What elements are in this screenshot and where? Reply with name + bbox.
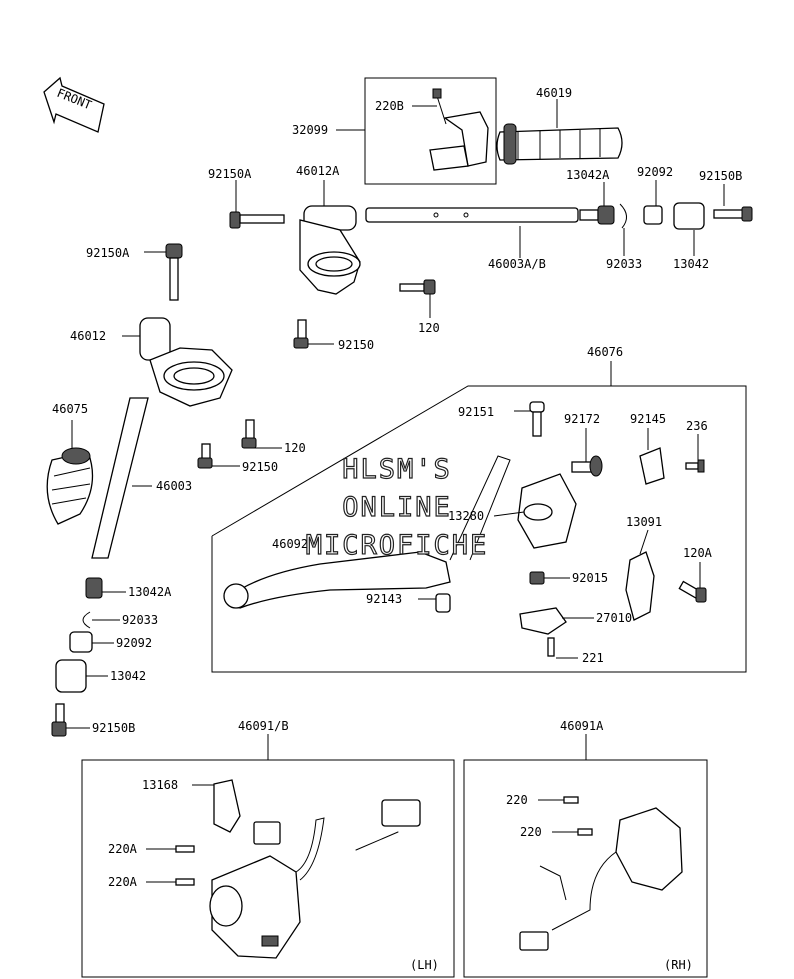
label-46019: 46019	[536, 86, 572, 100]
watermark-line-2: ONLINE	[342, 492, 452, 523]
label-92150-top: 92150	[338, 338, 374, 352]
wire-harness-RH	[519, 851, 617, 951]
label-92150B-low: 92150B	[92, 721, 135, 735]
label-92092-low: 92092	[116, 636, 152, 650]
part-labels: 32099 220B 46019 92150A 46012A 13042A 92…	[52, 86, 742, 972]
label-46012: 46012	[70, 329, 106, 343]
screws-220	[563, 796, 593, 836]
collar-92092-low	[69, 631, 93, 653]
label-13280: 13280	[448, 509, 484, 523]
handlebar-46003AB	[365, 207, 579, 223]
label-92150A-top: 92150A	[208, 167, 252, 181]
bracket-13168	[213, 779, 241, 833]
lever-outline-back	[449, 455, 511, 561]
throttle-pulley-part	[429, 88, 489, 171]
label-220B: 220B	[375, 99, 404, 113]
label-221: 221	[582, 651, 604, 665]
adjuster-92172	[571, 455, 603, 477]
label-46092: 46092	[272, 537, 308, 551]
label-RH: (RH)	[664, 958, 693, 972]
label-92033-low: 92033	[122, 613, 158, 627]
label-92092-top: 92092	[637, 165, 673, 179]
box-46076	[211, 385, 747, 673]
watermark-line-1: HLSM'S	[342, 454, 452, 485]
label-92150-mid: 92150	[242, 460, 278, 474]
weight-13042-top	[673, 202, 705, 230]
screw-236	[685, 459, 705, 473]
switch-housing-LH	[209, 855, 301, 959]
label-13042-top: 13042	[673, 257, 709, 271]
bolt-92150-top	[293, 319, 309, 349]
box-32099	[364, 77, 497, 185]
label-92150A-left: 92150A	[86, 246, 130, 260]
wire-harness-LH	[253, 799, 421, 881]
watermark: HLSM'S ONLINE MICROFICHE	[305, 453, 489, 561]
label-220A-1: 220A	[108, 842, 138, 856]
bolt-92150B-low	[51, 703, 67, 737]
label-32099: 32099	[292, 123, 328, 137]
holder-46012	[139, 317, 233, 407]
grip-46075	[46, 447, 94, 525]
nut-92015	[529, 571, 545, 585]
end-weight-13042A-top	[579, 205, 615, 225]
bolt-92151	[529, 401, 545, 437]
label-LH: (LH)	[410, 958, 439, 972]
bolt-120-mid	[241, 419, 257, 449]
label-92143: 92143	[366, 592, 402, 606]
label-13042A-top: 13042A	[566, 168, 610, 182]
label-46003: 46003	[156, 479, 192, 493]
label-236: 236	[686, 419, 708, 433]
label-220A-2: 220A	[108, 875, 138, 889]
label-220-1: 220	[506, 793, 528, 807]
label-46076: 46076	[587, 345, 623, 359]
label-13168: 13168	[142, 778, 178, 792]
bolt-92150A-left	[165, 243, 183, 301]
grip-46019	[496, 123, 623, 165]
collar-92143	[435, 593, 451, 613]
front-arrow-icon: FRONT	[43, 76, 105, 133]
label-46091A: 46091A	[560, 719, 604, 733]
bracket-92145	[639, 447, 665, 485]
bolt-120A	[678, 580, 707, 603]
bolt-92150B-top	[713, 206, 753, 222]
label-120-top: 120	[418, 321, 440, 335]
label-27010: 27010	[596, 611, 632, 625]
bolt-92150-mid	[197, 443, 213, 469]
leader-lines	[66, 99, 725, 883]
label-46012A: 46012A	[296, 164, 340, 178]
label-92172: 92172	[564, 412, 600, 426]
bolt-92150A-top	[229, 211, 285, 229]
label-13091: 13091	[626, 515, 662, 529]
label-46091B: 46091/B	[238, 719, 289, 733]
watermark-line-3: MICROFICHE	[306, 530, 489, 561]
label-46075: 46075	[52, 402, 88, 416]
screw-221	[547, 637, 555, 657]
label-92033-top: 92033	[606, 257, 642, 271]
label-13042A-low: 13042A	[128, 585, 172, 599]
master-cylinder-13280	[517, 473, 577, 549]
lever-46092	[223, 551, 451, 609]
label-220-2: 220	[520, 825, 542, 839]
holder-46012A	[299, 205, 361, 295]
collar-92092-top	[643, 205, 663, 225]
label-92015: 92015	[572, 571, 608, 585]
label-92150B-top: 92150B	[699, 169, 742, 183]
handlebar-46003	[91, 397, 149, 559]
bolt-120-top	[399, 279, 436, 295]
screws-220A	[175, 845, 195, 886]
label-92151: 92151	[458, 405, 494, 419]
circlip-92033-top	[619, 203, 627, 229]
weight-13042A-low	[85, 577, 103, 599]
label-13042-low: 13042	[110, 669, 146, 683]
label-120-mid: 120	[284, 441, 306, 455]
label-92145: 92145	[630, 412, 666, 426]
switch-27010	[519, 607, 567, 635]
weight-13042-low	[55, 659, 87, 693]
switch-housing-RH	[615, 807, 683, 891]
circlip-92033-low	[82, 611, 91, 629]
clamp-13091	[625, 551, 655, 621]
label-120A: 120A	[683, 546, 713, 560]
label-46003AB: 46003A/B	[488, 257, 546, 271]
